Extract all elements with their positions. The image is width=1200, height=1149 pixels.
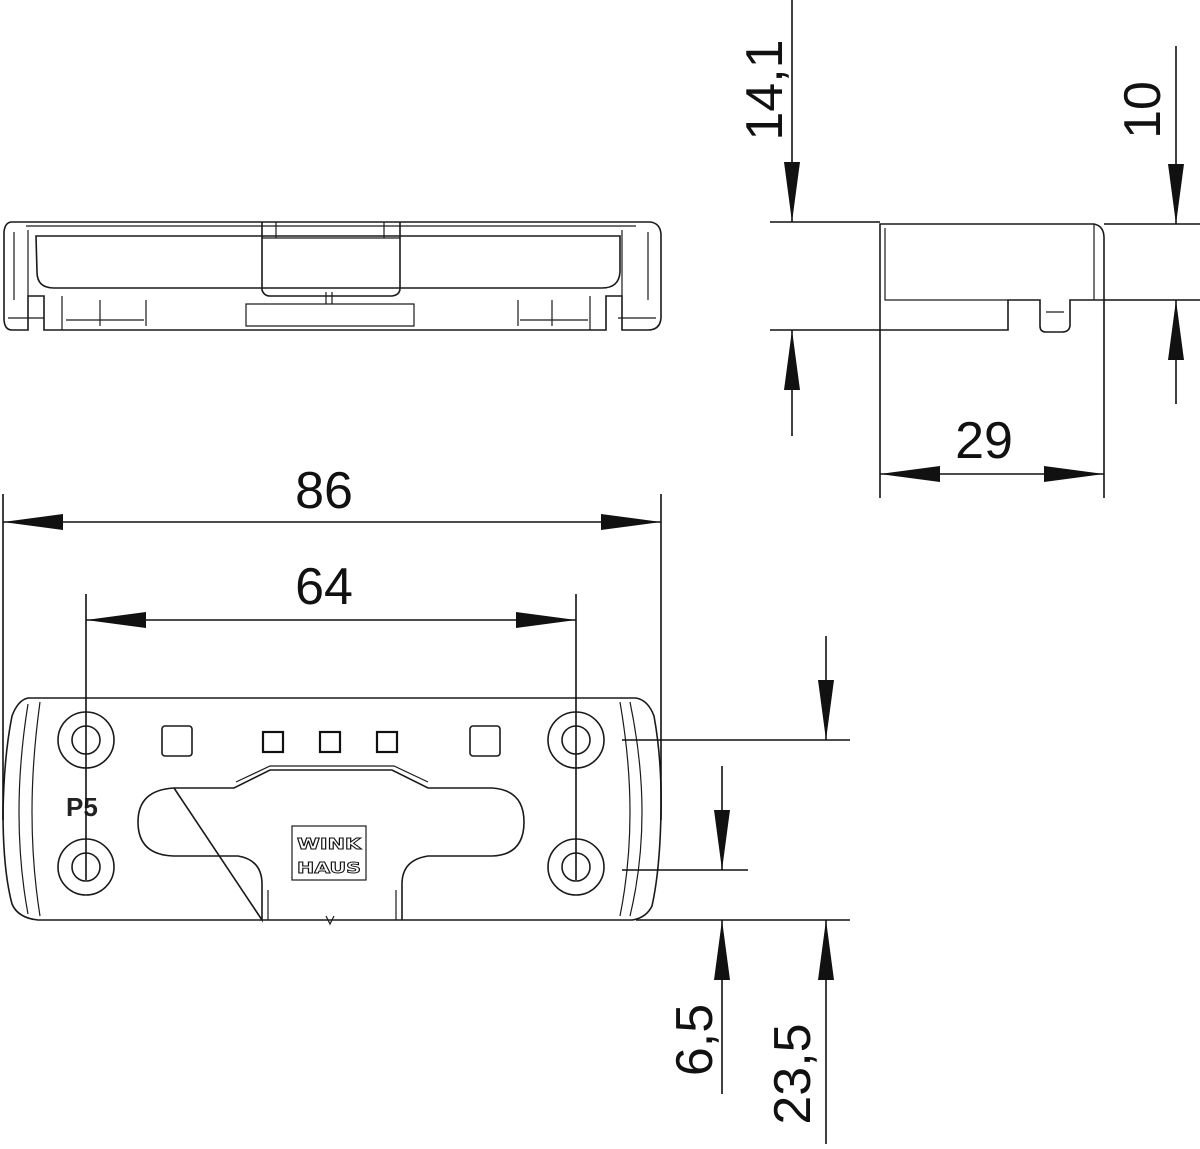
dimension-6-5: 6,5	[666, 766, 730, 1094]
winkhaus-logo: WINK HAUS	[291, 825, 367, 881]
dimension-label-14-1: 14,1	[736, 39, 794, 140]
recess-square	[161, 725, 193, 757]
dimension-29: 29	[879, 300, 1105, 498]
front-elevation-view	[3, 221, 662, 331]
dimension-label-10: 10	[1114, 81, 1172, 139]
recess-square	[469, 725, 501, 757]
side-elevation-view	[879, 223, 1105, 333]
plan-view: P5 WINK HAUS	[2, 697, 662, 926]
recess-square-small	[261, 730, 285, 754]
dimension-86: 86	[2, 462, 662, 820]
dimension-label-29: 29	[955, 412, 1013, 470]
logo-text-line-2: HAUS	[297, 859, 361, 877]
dimension-10: 10	[1104, 46, 1200, 404]
dimension-label-64: 64	[295, 558, 353, 616]
dimension-label-6-5: 6,5	[666, 1004, 724, 1076]
dimension-64: 64	[85, 558, 577, 880]
dimension-label-23-5: 23,5	[764, 1023, 822, 1124]
dimension-23-5: 23,5	[764, 636, 834, 1144]
logo-text-line-1: WINK	[297, 835, 363, 853]
dimension-label-86: 86	[295, 462, 353, 520]
recess-square-small	[318, 730, 342, 754]
recess-square-small	[375, 730, 399, 754]
dimension-14-1: 14,1	[736, 0, 880, 436]
part-marking: P5	[66, 792, 98, 822]
